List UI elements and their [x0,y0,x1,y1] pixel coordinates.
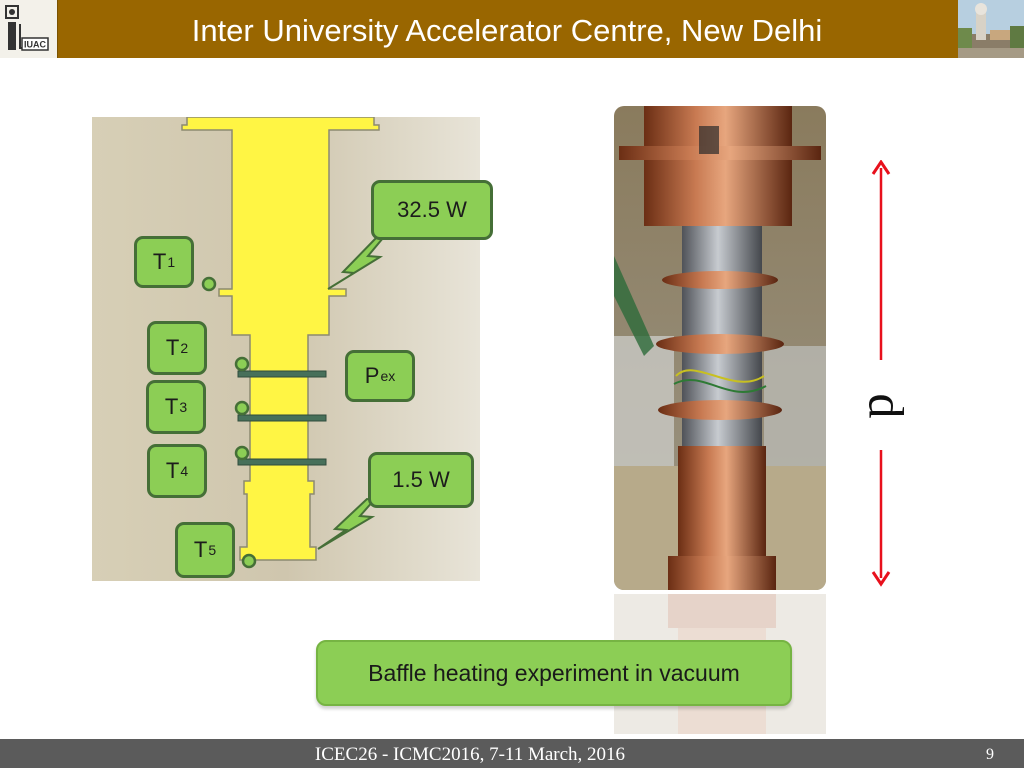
footer-text: ICEC26 - ICMC2016, 7-11 March, 2016 [314,744,626,765]
label-t5-subscript: 5 [208,542,217,558]
label-power-bottom: 1.5 W [368,452,474,508]
label-power-top: 32.5 W [371,180,493,240]
label-t3-subscript: 3 [179,399,188,415]
footer-bar: ICEC26 - ICMC2016, 7-11 March, 2016 9 [0,739,1024,768]
page-title: Inter University Accelerator Centre, New… [191,13,823,48]
iuac-logo: IUAC [0,0,58,58]
label-t1-subscript: 1 [167,254,176,270]
sensor-t2 [234,356,250,372]
label-t2-subscript: 2 [180,340,189,356]
pipe-t3 [237,414,327,422]
sensor-t5 [241,553,257,569]
label-t2-letter: T [165,335,180,360]
campus-photo [958,0,1024,58]
lightning-bolt-icon [327,235,385,290]
slide-number: 9 [986,746,994,763]
label-t4-subscript: 4 [180,463,189,479]
pipe-t4 [237,458,327,466]
label-t1-letter: T [152,249,167,274]
label-power-top-text: 32.5 W [397,197,467,222]
sensor-t3 [234,400,250,416]
sensor-t1 [201,276,217,292]
caption-box: Baffle heating experiment in vacuum [316,640,792,706]
label-t5-letter: T [193,537,208,562]
dimension-label: d [859,394,906,419]
label-t4-letter: T [165,458,180,483]
sensor-t4 [234,445,250,461]
dimension-arrow: d [859,160,906,587]
caption-text: Baffle heating experiment in vacuum [368,659,740,686]
logo-text: IUAC [24,40,46,50]
label-pex-letter: P [364,363,380,388]
header-bar: IUAC Inter University Accelerator Centre… [0,0,1024,58]
label-pex-subscript: ex [380,368,396,384]
iuac-logo-graphic: IUAC [5,5,49,51]
label-t3-letter: T [164,394,179,419]
pipe-t2 [237,370,327,378]
label-power-bottom-text: 1.5 W [392,467,450,492]
apparatus-photo [614,106,826,590]
